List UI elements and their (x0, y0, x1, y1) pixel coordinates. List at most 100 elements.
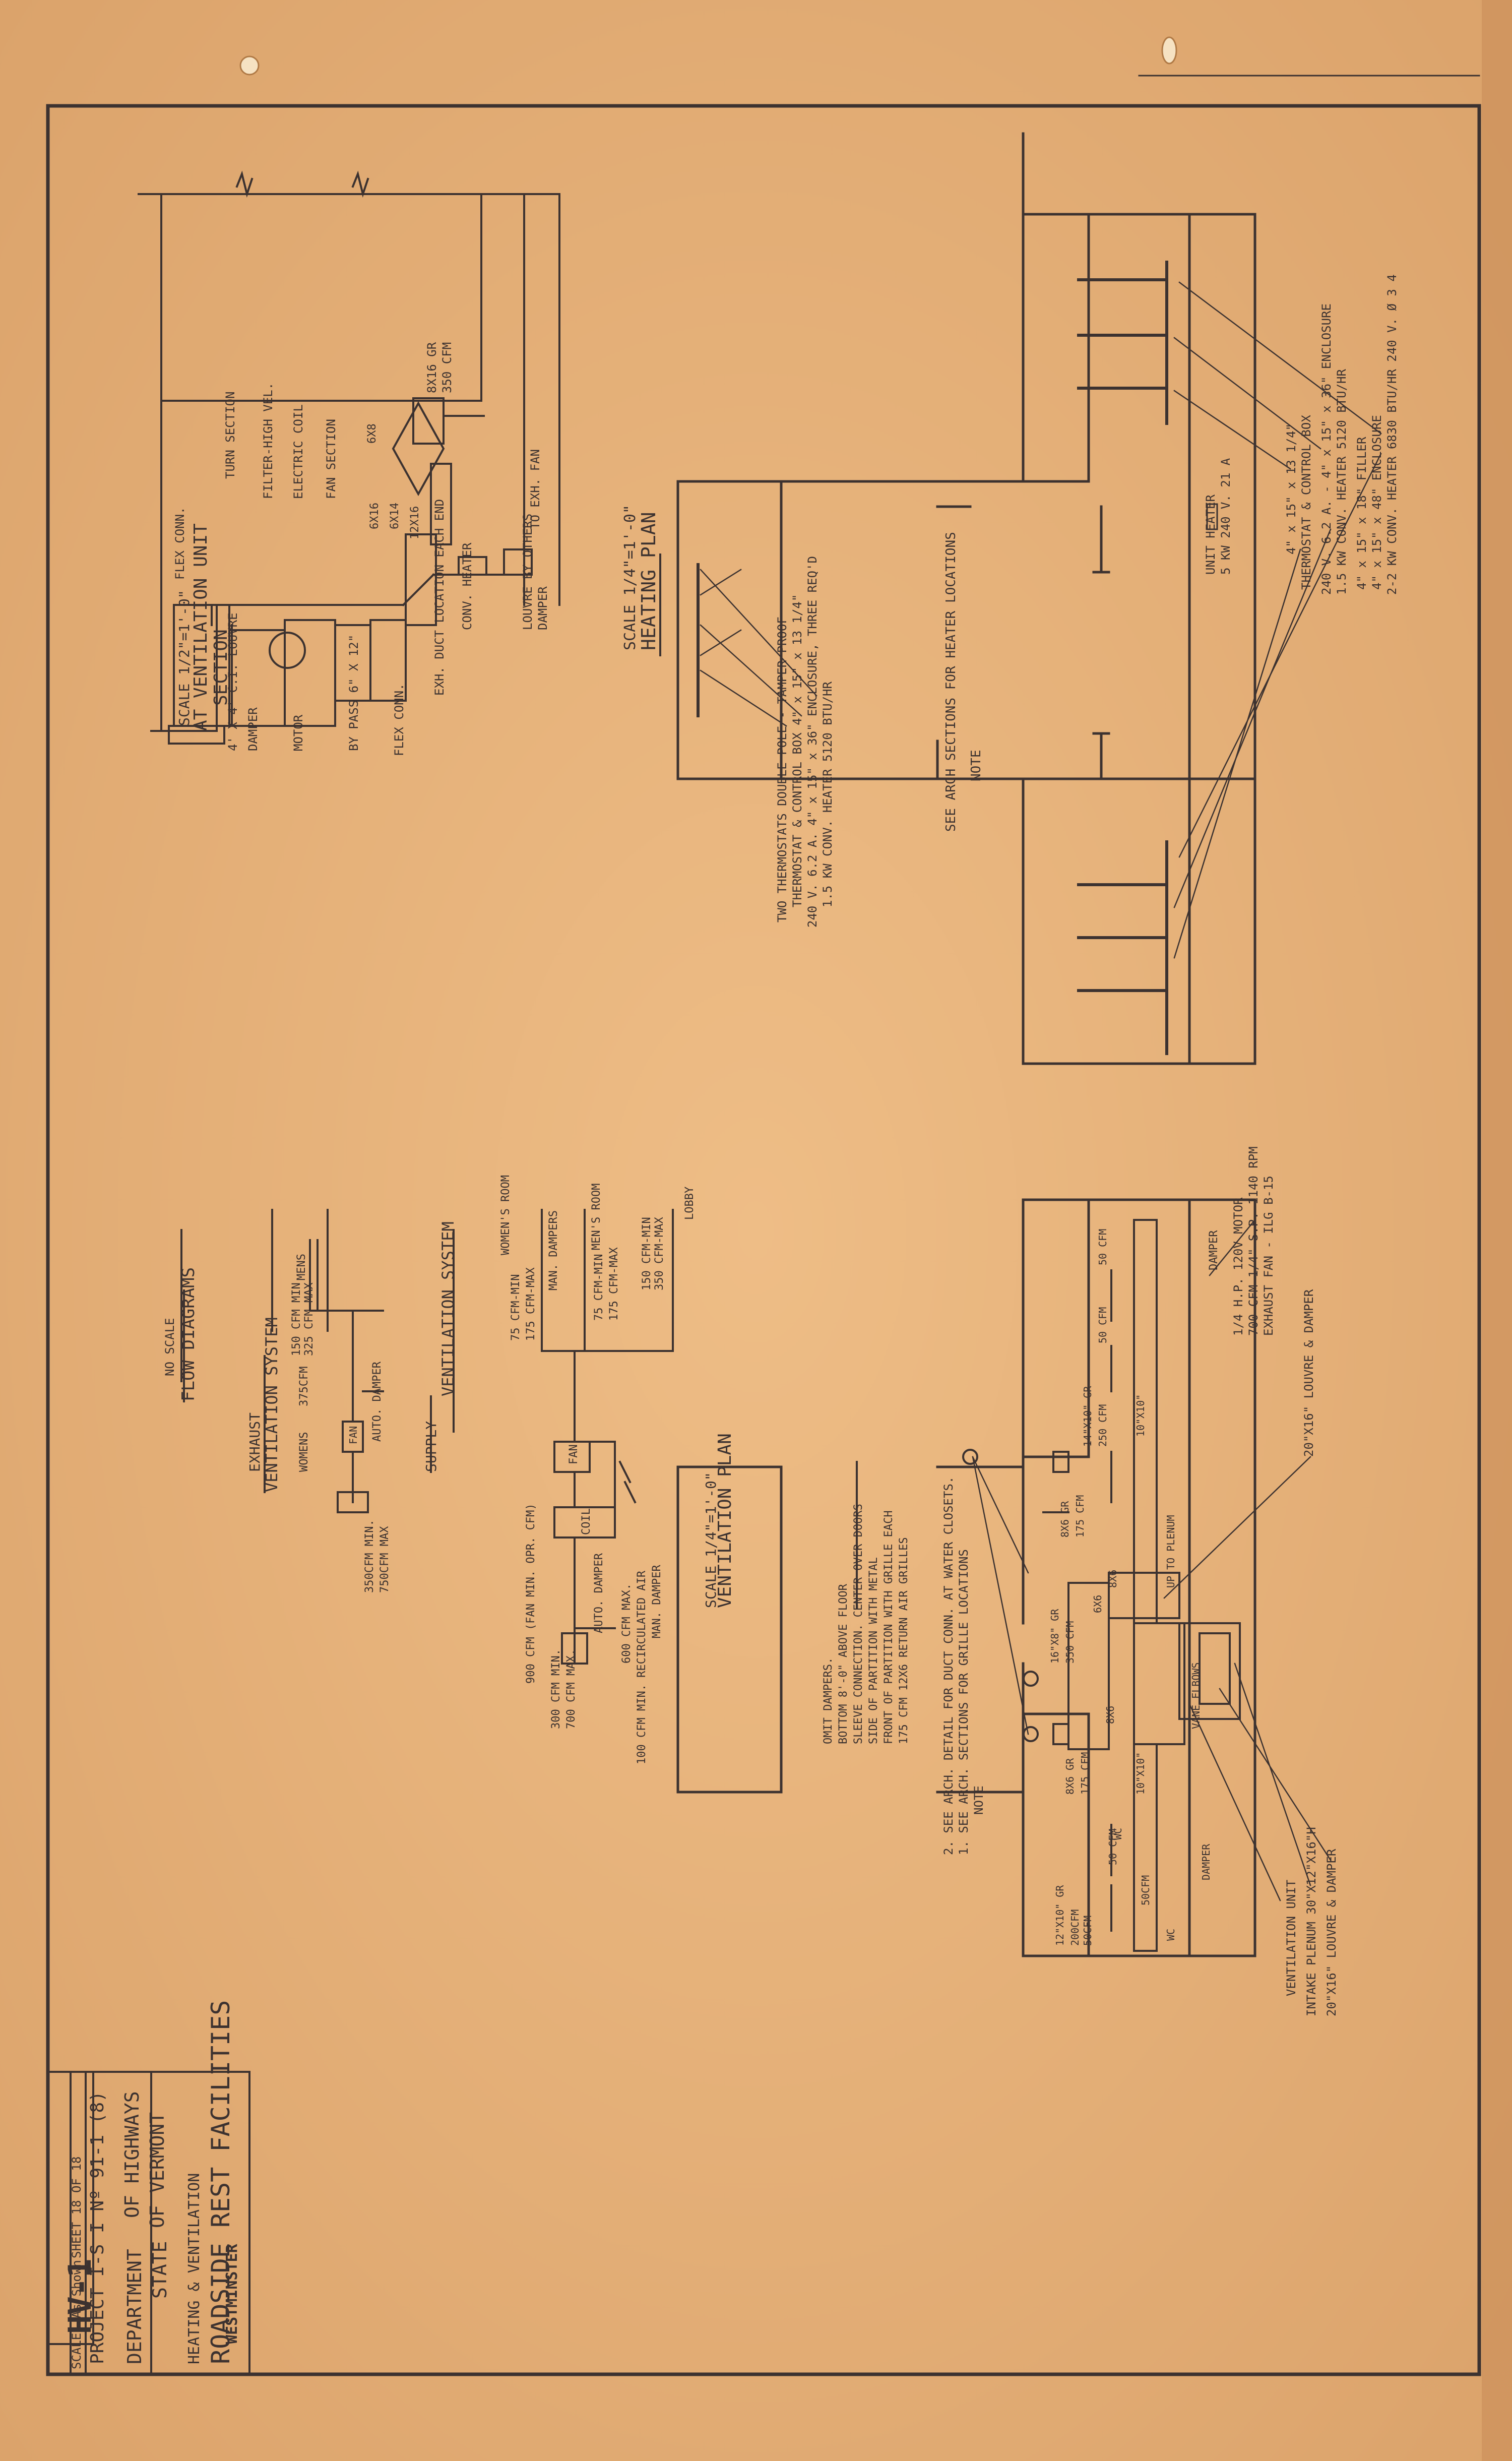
supply-label: FAN (568, 1444, 580, 1464)
heating-plan-scale: SCALE 1/4"=1'-0" (621, 505, 639, 650)
section-label: 8X16 GR (425, 342, 439, 393)
title-underlines (183, 553, 858, 1609)
heating-plan-leaders (700, 281, 1382, 959)
exhaust-label: 325 CFM MAX (303, 1282, 316, 1356)
supply-label: COIL (580, 1508, 593, 1535)
supply-label: MEN'S ROOM (590, 1184, 603, 1250)
flow-diagrams-scale: NO SCALE (163, 1318, 177, 1376)
heating-callout: 2-2 KW CONV. HEATER 6830 BTU/HR 240 V. Ø… (1385, 274, 1399, 595)
section-label: 4' X 4' C.I. LOUVRE (226, 612, 240, 751)
tb-drawing-no: HV-1 (61, 2259, 98, 2334)
flow-label: 8X6 GR (1064, 1758, 1076, 1795)
vent-callout: 20"X16" LOUVRE & DAMPER (1325, 1849, 1339, 2016)
exhaust-label: MENS (295, 1254, 308, 1280)
heating-callout: TWO THERMOSTATS DOUBLE POLE - TAMPER PRO… (775, 617, 789, 922)
heating-callout: 1.5 KW CONV. HEATER 5120 BTU/HR (1335, 369, 1349, 595)
heating-plan-labels: HEATING PLAN SCALE 1/4"=1'-0" NOTE SEE A… (621, 274, 1399, 928)
section-labels: SECTION AT VENTILATION UNIT SCALE 1/2"=1… (173, 342, 550, 756)
supply-label: 700 CFM MAX. (565, 1649, 578, 1729)
supply-label: LOBBY (683, 1187, 696, 1220)
section-label: FAN SECTION (324, 419, 338, 499)
exhaust-label: FAN (347, 1426, 359, 1444)
section-title: SECTION (211, 629, 231, 706)
supply-label: 300 CFM MIN. (550, 1649, 562, 1729)
flow-label: 350 CFM (1064, 1621, 1076, 1664)
flow-label: 175 CFM (1079, 1752, 1091, 1795)
vent-callout: 1/4 H.P. 120V MOTOR (1231, 1197, 1245, 1336)
supply-title: VENTILATION SYSTEM (438, 1221, 458, 1396)
paper-dark-edge (1482, 0, 1512, 2461)
tb-project-no: PROJECT I-S I Nº 91-1 (8) (87, 2091, 108, 2364)
ventilation-plan-ducts (962, 1219, 1241, 1952)
tb-of: OF (146, 2205, 168, 2228)
vent-callout: 20"X16" LOUVRE & DAMPER (1302, 1289, 1316, 1457)
vent-callout: DAMPER (1208, 1230, 1220, 1270)
ventilation-plan-labels: VENTILATION PLAN SCALE 1/4"=1'-0" NOTE 1… (703, 1146, 1339, 2016)
heating-callout: 4" x 15" x 13 1/4" (1284, 423, 1298, 555)
heating-callout: 5 KW 240 V. 21 A (1219, 458, 1233, 575)
tb-location: WESTMINSTER (223, 2243, 241, 2344)
section-label: 350 CFM (440, 342, 454, 393)
ventilation-plan-title: VENTILATION PLAN (715, 1433, 735, 1608)
ventilation-plan-building (676, 1198, 1256, 1957)
flow-label: WC (1112, 1828, 1124, 1840)
section-label: LOUVRE BY OTHERS (521, 514, 535, 630)
supply-label: AUTO. DAMPER (593, 1553, 605, 1633)
heating-plan-building (676, 132, 1256, 1065)
section-label: 6X16 (368, 503, 381, 529)
flow-label: 10"X10" (1135, 1394, 1147, 1437)
heating-callout: 240 V. 6.2 A. - 4" x 15" x 36" ENCLOSURE (1319, 303, 1334, 595)
supply-label: 350 CFM-MAX (653, 1217, 666, 1290)
section-label: TURN SECTION (223, 392, 237, 479)
supply-label: 900 CFM (FAN MIN. OPR. CFM) (525, 1503, 537, 1684)
supply-label: MAN. DAMPER (651, 1565, 663, 1638)
vent-callout: EXHAUST FAN - ILG B-15 (1262, 1176, 1276, 1336)
flow-label: 8X6 GR (1059, 1501, 1071, 1537)
supply-label: MAN. DAMPERS (547, 1210, 560, 1290)
supply-label: 150 CFM-MIN (641, 1217, 653, 1290)
flow-label: 50CFM (1140, 1875, 1152, 1905)
section-label: DAMPER (246, 707, 260, 751)
section-label: MOTOR (291, 714, 305, 751)
tb-state: STATE (149, 2241, 171, 2299)
flow-label: 250 CFM (1097, 1404, 1109, 1447)
supply-label: 175 CFM-MAX (525, 1267, 537, 1341)
section-label: FLEX CONN. (392, 684, 406, 757)
section-label: 12X16 (409, 506, 421, 539)
flow-label: 50 CFM (1097, 1229, 1109, 1265)
section-subtitle: AT VENTILATION UNIT (191, 523, 211, 731)
supply-label: WOMEN'S ROOM (499, 1175, 512, 1255)
exhaust-label: 350CFM MIN. (363, 1519, 376, 1593)
section-label: EXH. DUCT LOCATION EACH END (432, 499, 447, 696)
flow-label: WC (1165, 1929, 1177, 1941)
exhaust-title: VENTILATION SYSTEM (262, 1317, 281, 1492)
flow-label: 50CFM (1082, 1916, 1094, 1946)
heating-callout: UNIT HEATER (1204, 495, 1218, 575)
section-scale: SCALE 1/2"=1'-0" (176, 590, 193, 726)
vent-callout: BOTTOM 8'-0" ABOVE FLOOR (837, 1583, 850, 1744)
vent-callout: 175 CFM 12X6 RETURN AIR GRILLES (898, 1537, 910, 1744)
ventilation-plan-leaders (972, 1219, 1332, 1901)
heating-callout: THERMOSTAT & CONTROL BOX (1299, 415, 1313, 590)
section-label: BY PASS 6" X 12" (347, 635, 361, 751)
ventilation-plan-scale: SCALE 1/4"=1'-0" (703, 1472, 719, 1608)
section-label: TO EXH. FAN (528, 449, 542, 529)
heating-callout: 240 V. 6.2 A. 4" x 15" x 36" ENCLOSURE, … (805, 556, 820, 928)
heating-callout: THERMOSTAT & CONTROL BOX 4" x 15" x 13 1… (790, 594, 804, 907)
vent-callout: OMIT DAMPERS. (822, 1657, 835, 1744)
flow-label: 12"X10" GR (1054, 1885, 1066, 1946)
flow-label: UP TO PLENUM (1165, 1515, 1177, 1588)
section-label: DAMPER (536, 586, 550, 630)
flow-label: 14"X10" GR (1082, 1386, 1094, 1447)
exhaust-label: 375CFM (298, 1367, 310, 1406)
section-label: CONV. HEATER (460, 542, 474, 630)
exhaust-label: WOMENS (298, 1432, 310, 1472)
flow-label: 200CFM (1069, 1910, 1081, 1946)
section-label: ELECTRIC COIL (291, 404, 305, 499)
flow-label: DAMPER (1200, 1843, 1212, 1880)
vent-callout: FRONT OF PARTITION WITH GRILLE EACH (883, 1510, 895, 1744)
tb-of-highways: OF HIGHWAYS (121, 2091, 143, 2218)
supply-label: 75 CFM-MIN (510, 1274, 522, 1341)
